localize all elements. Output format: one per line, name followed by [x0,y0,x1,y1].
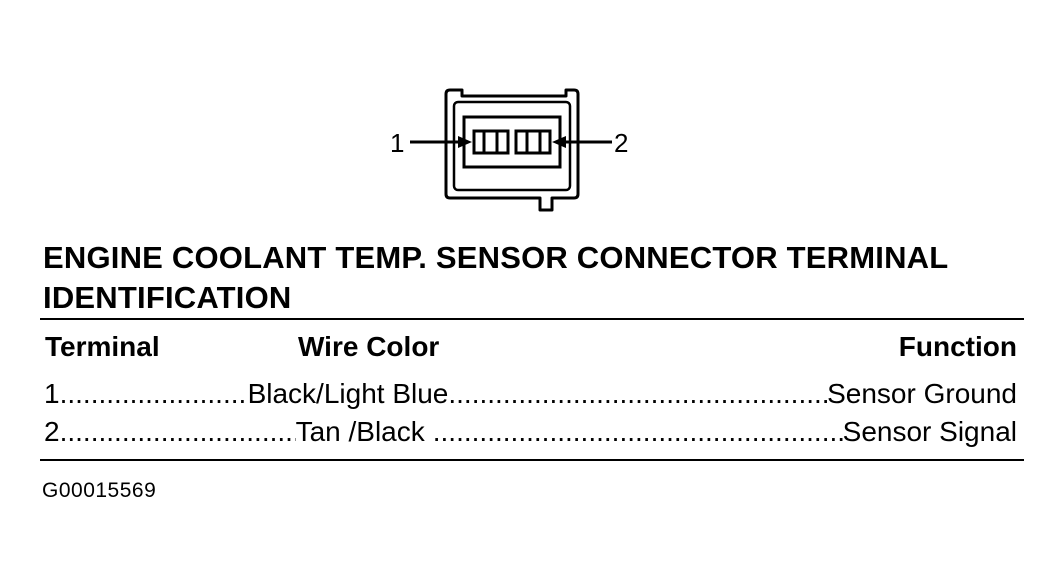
terminal-function: Sensor Ground [827,378,1017,409]
terminal-1-pin [472,129,510,155]
column-header-wire-color: Wire Color [298,331,440,362]
figure-id: G00015569 [42,479,157,502]
diagram-title-line-2: IDENTIFICATION [43,280,292,315]
connector-diagram: 1 2 [390,88,628,212]
terminal-number: 2 [44,416,60,447]
connector-housing-inner [452,100,572,192]
pin-2-label: 2 [614,128,628,158]
column-header-function: Function [898,331,1017,362]
wire-color: Black/Light Blue [247,378,449,409]
wire-color: Tan /Black [295,416,425,447]
pin-1-arrow [410,136,472,148]
diagram-title: ENGINE COOLANT TEMP. SENSOR CONNECTOR TE… [43,238,1033,318]
table-top-rule [40,318,1024,320]
connector-housing-outer [444,88,580,212]
terminal-function: Sensor Signal [842,416,1017,447]
terminal-number: 1 [44,378,60,409]
column-header-terminal: Terminal [45,331,160,362]
table-row: 1 Black/Light Blue Sensor Ground [44,376,1017,412]
terminal-2-pin [514,129,552,155]
leader-dots [60,414,296,450]
leader-dots [448,376,827,412]
leader-dots [433,414,843,450]
pin-1-label: 1 [390,128,404,158]
pin-2-arrow [552,136,612,148]
leader-dots [60,376,248,412]
table-bottom-rule [40,459,1024,461]
diagram-title-line-1: ENGINE COOLANT TEMP. SENSOR CONNECTOR TE… [43,240,949,275]
table-row: 2 Tan /Black Sensor Signal [44,414,1017,450]
